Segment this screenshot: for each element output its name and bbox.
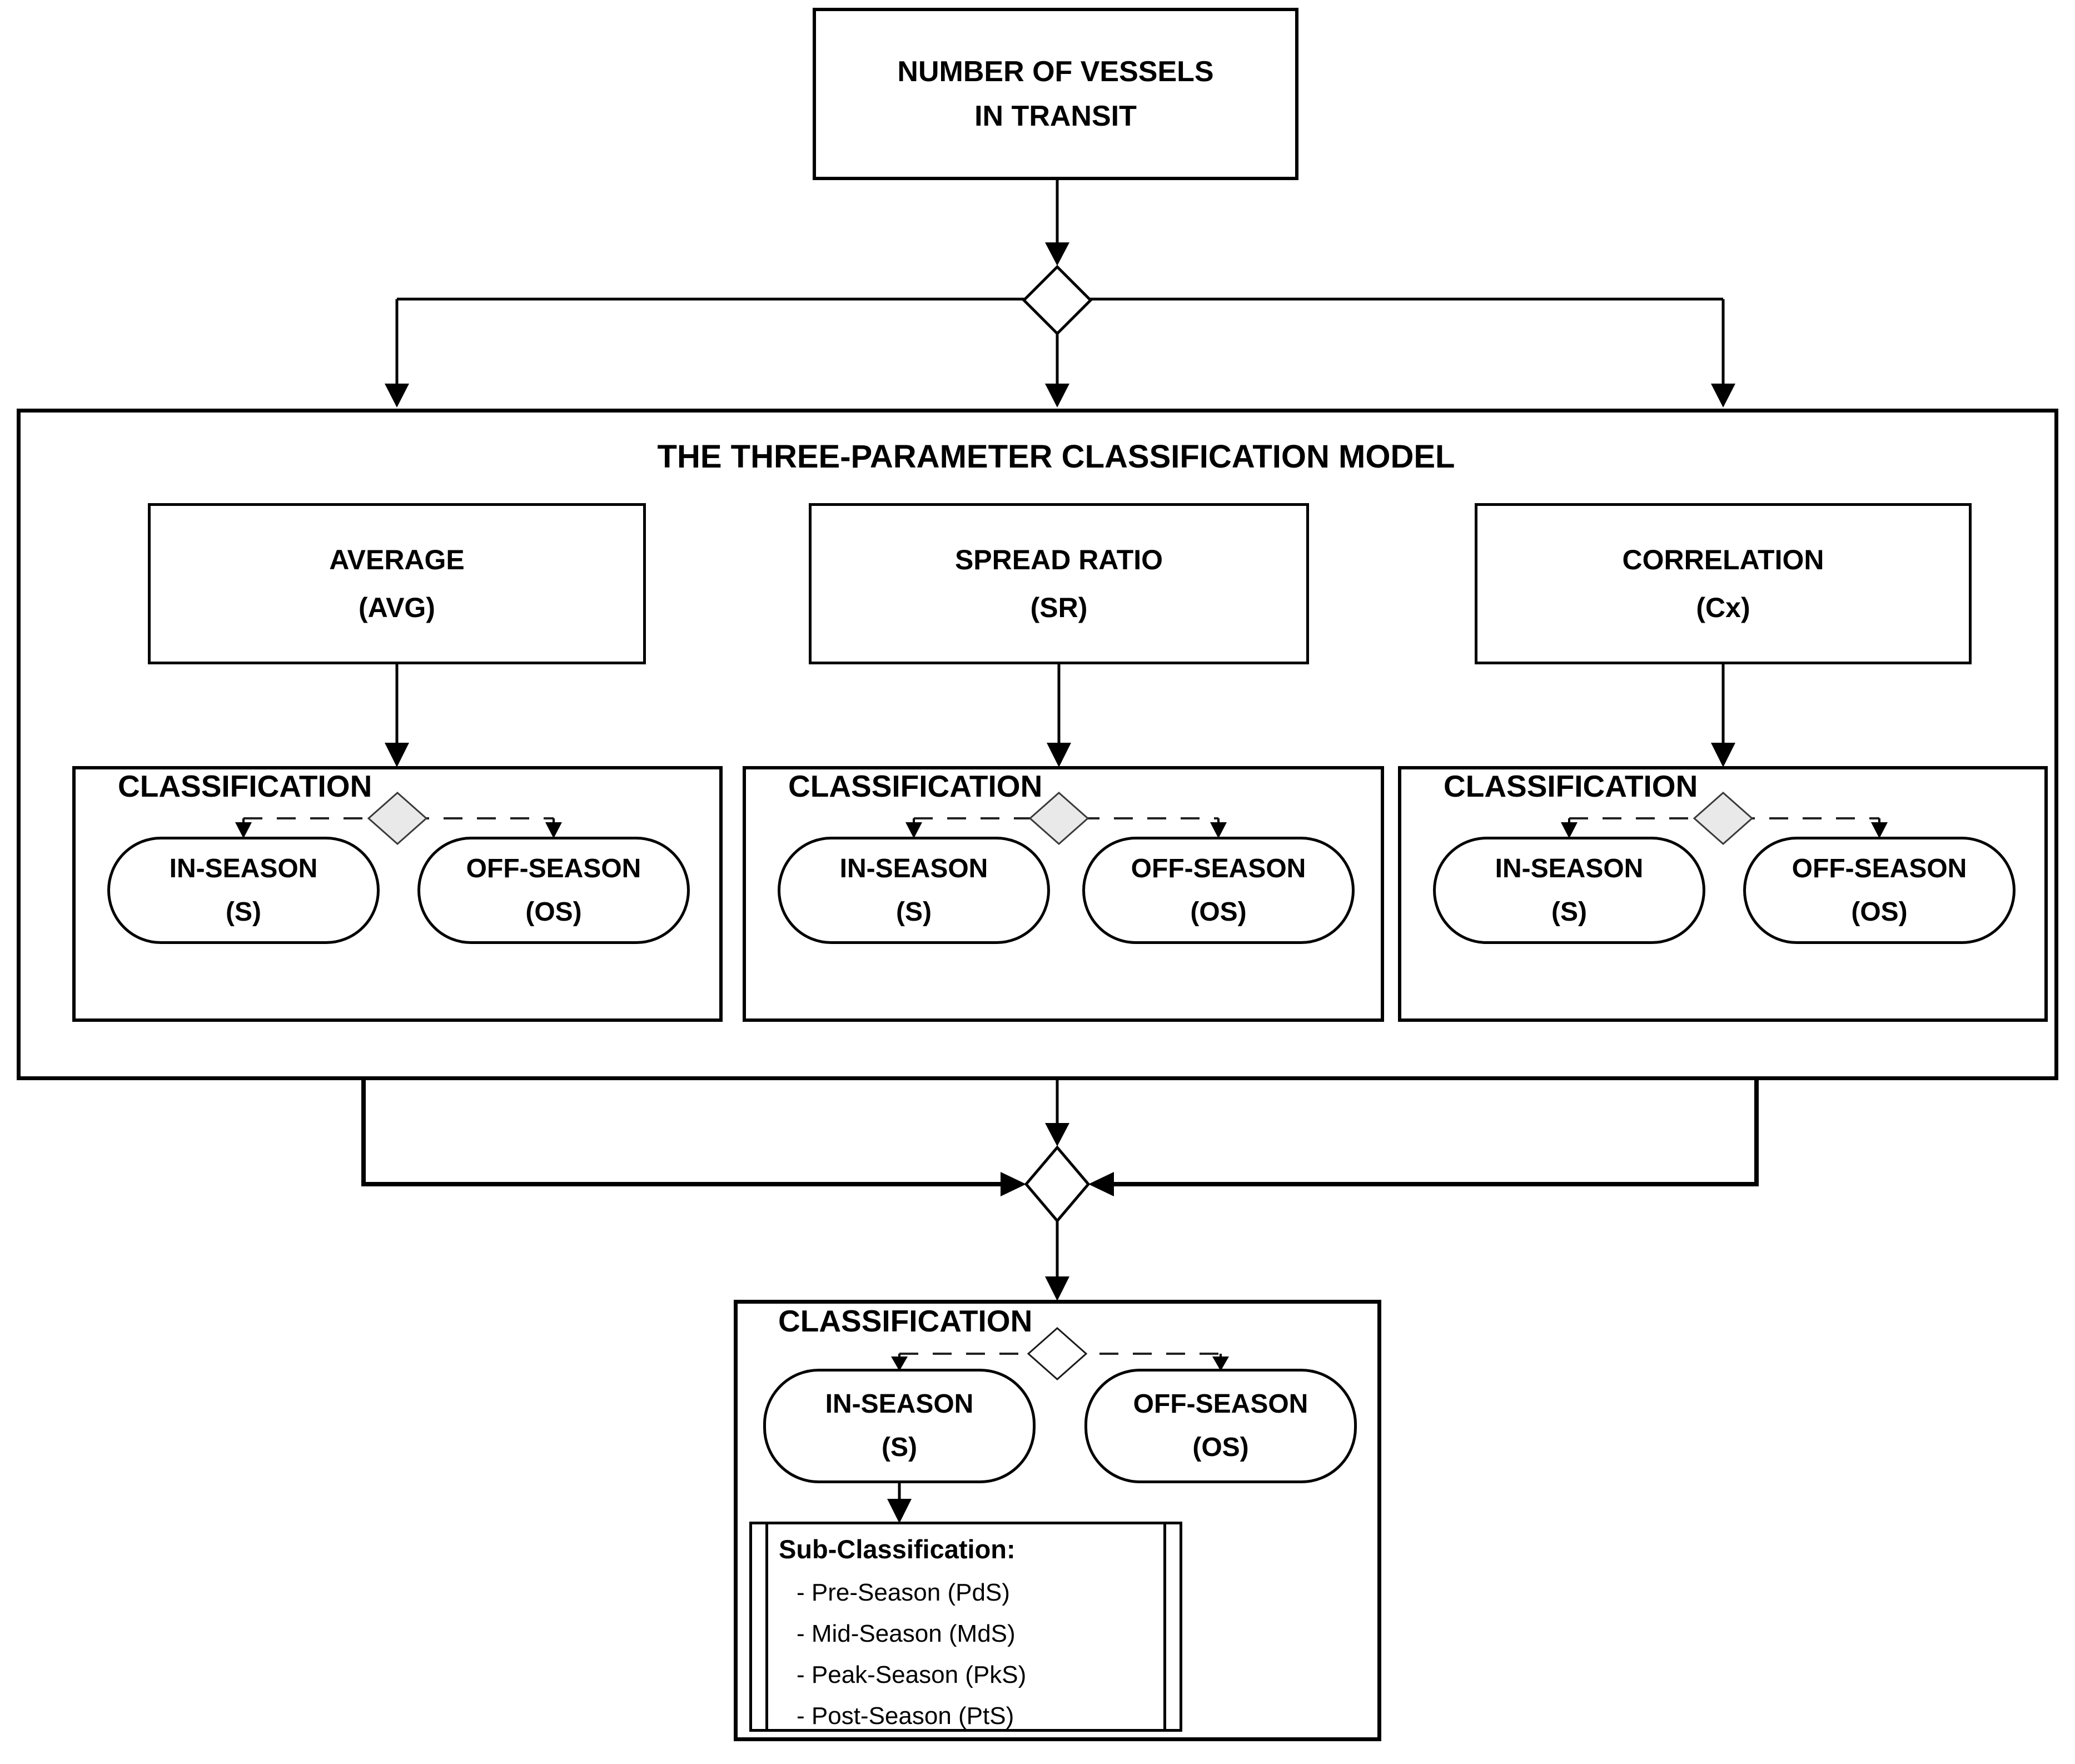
sub-box-left-rail [765, 1524, 768, 1729]
model-title: THE THREE-PARAMETER CLASSIFICATION MODEL [657, 439, 1455, 475]
classification-title-cx: CLASSIFICATION [1444, 769, 1698, 803]
merge-connector-left [361, 1080, 1026, 1196]
arrow-merge-to-final [1045, 1221, 1069, 1301]
parameter-box-spread-ratio: SPREAD RATIO (SR) [809, 503, 1309, 664]
merge-connector-right [1088, 1080, 1759, 1196]
sub-item-mid-season: - Mid-Season (MdS) [797, 1620, 1016, 1647]
in-season-abbr: (S) [896, 897, 932, 927]
parameter-abbr: (SR) [1030, 592, 1088, 623]
off-season-label: OFF-SEASON [466, 853, 641, 883]
final-off-season-node: OFF-SEASON (OS) [1084, 1369, 1357, 1483]
sub-classification-box: Sub-Classification: - Pre-Season (PdS) -… [749, 1522, 1182, 1732]
off-season-node-sr: OFF-SEASON (OS) [1082, 837, 1355, 944]
sub-box-right-rail [1163, 1524, 1166, 1729]
number-of-vessels-line2: IN TRANSIT [974, 100, 1137, 132]
merge-diamond [1024, 1145, 1091, 1223]
number-of-vessels-box: NUMBER OF VESSELS IN TRANSIT [813, 8, 1298, 180]
in-season-abbr: (S) [226, 897, 261, 927]
sub-item-peak-season: - Peak-Season (PkS) [797, 1661, 1027, 1688]
parameter-name: CORRELATION [1622, 544, 1824, 575]
distribution-connector [385, 297, 1735, 408]
in-season-node-sr: IN-SEASON (S) [778, 837, 1050, 944]
splitter-diamond [1022, 265, 1093, 336]
in-season-abbr: (S) [882, 1433, 917, 1462]
final-in-season-node: IN-SEASON (S) [763, 1369, 1036, 1483]
in-season-label: IN-SEASON [169, 853, 318, 883]
sub-item-pre-season: - Pre-Season (PdS) [797, 1579, 1010, 1606]
off-season-node-cx: OFF-SEASON (OS) [1743, 837, 2016, 944]
classification-box-cx [1398, 766, 2048, 1022]
off-season-label: OFF-SEASON [1131, 853, 1306, 883]
off-season-node-avg: OFF-SEASON (OS) [417, 837, 690, 944]
three-parameter-model-box [17, 409, 2058, 1080]
in-season-node-cx: IN-SEASON (S) [1433, 837, 1705, 944]
classification-box-avg [72, 766, 723, 1022]
arrow-model-to-merge [1045, 1080, 1069, 1146]
in-season-label: IN-SEASON [825, 1389, 974, 1419]
classification-title-sr: CLASSIFICATION [788, 769, 1043, 803]
sub-classification-list: - Pre-Season (PdS) - Mid-Season (MdS) - … [779, 1572, 1146, 1737]
parameter-box-correlation: CORRELATION (Cx) [1475, 503, 1972, 664]
off-season-abbr: (OS) [525, 897, 582, 927]
in-season-label: IN-SEASON [839, 853, 988, 883]
in-season-abbr: (S) [1551, 897, 1587, 927]
off-season-abbr: (OS) [1190, 897, 1247, 927]
off-season-abbr: (OS) [1192, 1433, 1249, 1462]
sub-classification-content: Sub-Classification: - Pre-Season (PdS) -… [779, 1532, 1146, 1737]
classification-box-sr [743, 766, 1384, 1022]
off-season-abbr: (OS) [1851, 897, 1908, 927]
parameter-abbr: (Cx) [1696, 592, 1750, 623]
off-season-label: OFF-SEASON [1792, 853, 1967, 883]
arrow-topbox-to-splitter [1045, 180, 1069, 266]
parameter-abbr: (AVG) [359, 592, 435, 623]
classification-title-avg: CLASSIFICATION [118, 769, 372, 803]
sub-classification-title: Sub-Classification: [779, 1534, 1016, 1564]
number-of-vessels-line1: NUMBER OF VESSELS [897, 56, 1214, 88]
off-season-label: OFF-SEASON [1133, 1389, 1308, 1419]
parameter-name: AVERAGE [329, 544, 465, 575]
in-season-label: IN-SEASON [1495, 853, 1644, 883]
final-classification-box [734, 1300, 1381, 1741]
in-season-node-avg: IN-SEASON (S) [107, 837, 380, 944]
parameter-name: SPREAD RATIO [954, 544, 1163, 575]
sub-item-post-season: - Post-Season (PtS) [797, 1702, 1014, 1730]
parameter-box-average: AVERAGE (AVG) [148, 503, 646, 664]
final-classification-title: CLASSIFICATION [778, 1304, 1033, 1338]
